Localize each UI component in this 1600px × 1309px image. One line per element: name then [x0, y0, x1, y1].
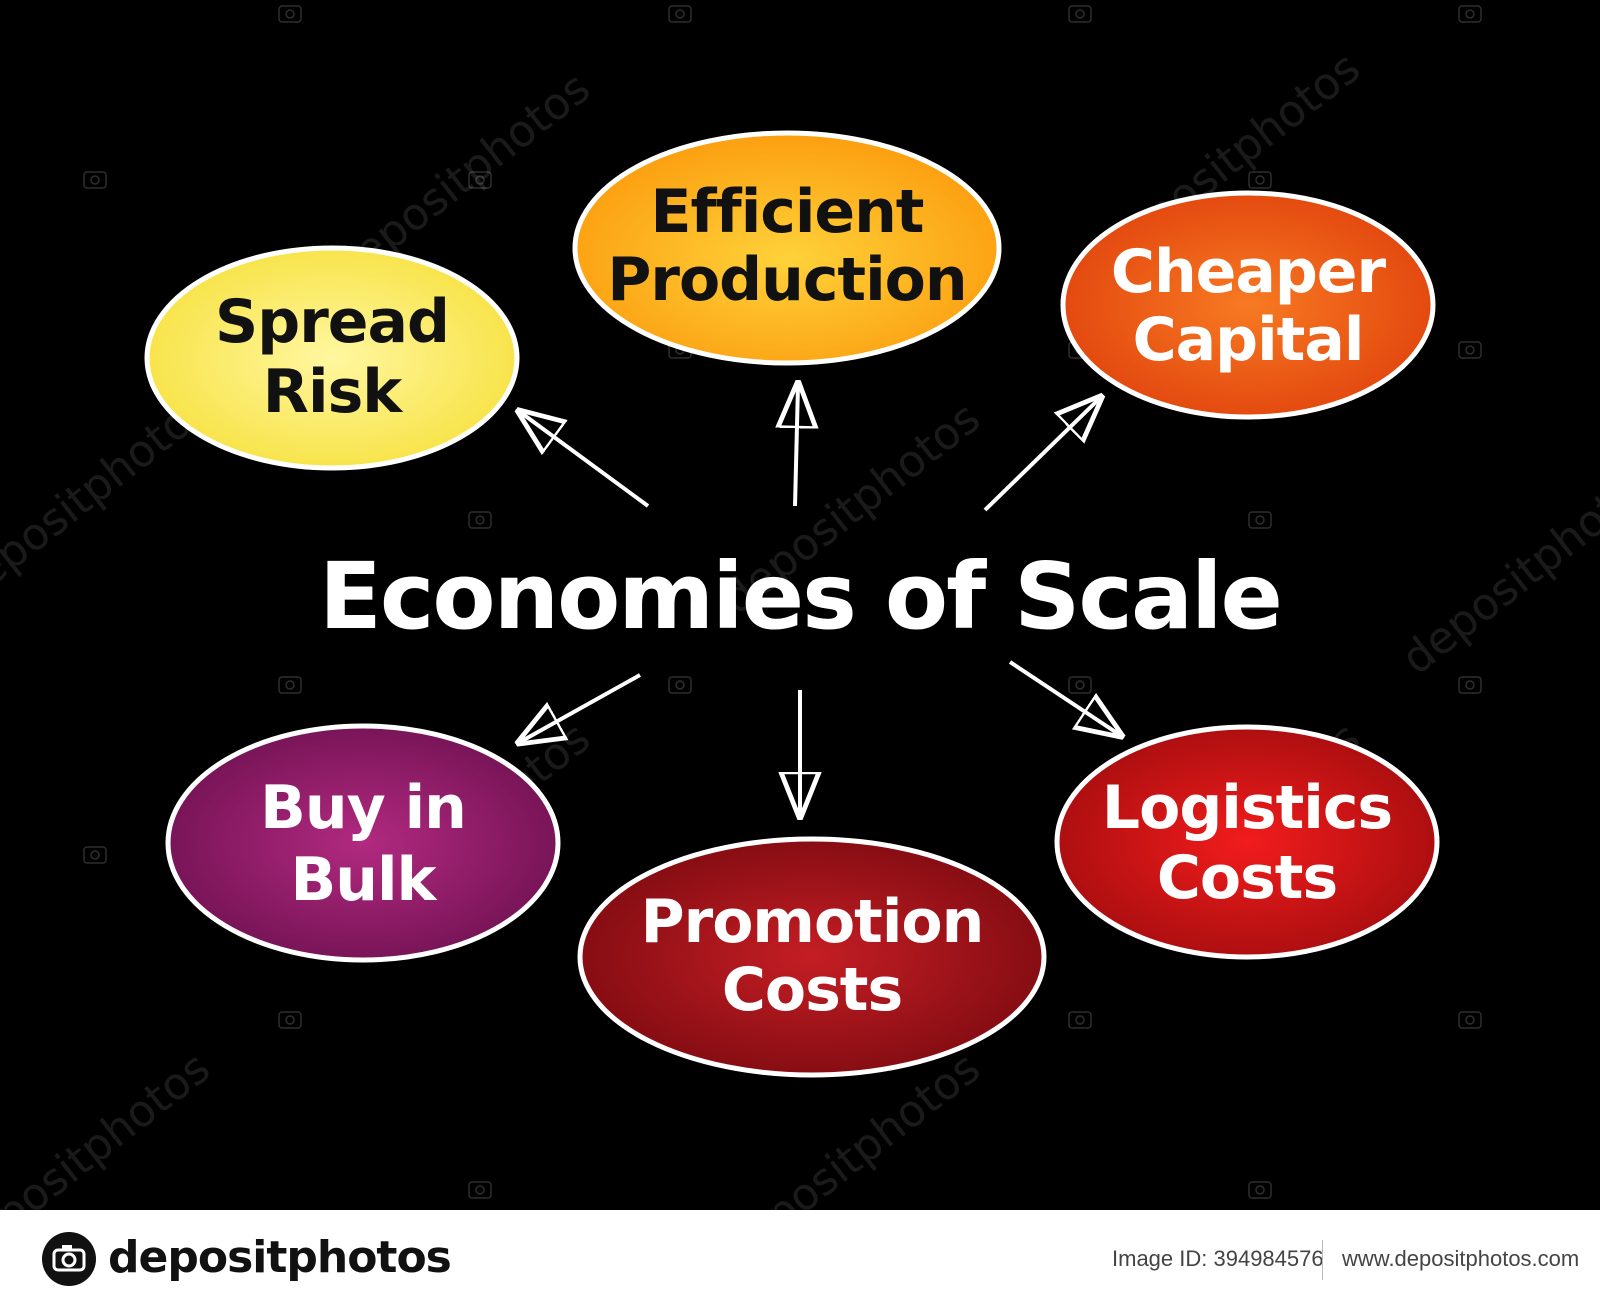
watermark-camera-icon	[1068, 676, 1092, 694]
svg-text:Promotion: Promotion	[641, 887, 984, 957]
node-logistics-costs: Logistics Costs	[1054, 724, 1440, 960]
node-buy-in-bulk: Buy in Bulk	[165, 723, 561, 963]
watermark-text: depositphotos	[1392, 452, 1600, 684]
watermark-camera-icon	[278, 1011, 302, 1029]
watermark-camera-lens-icon	[475, 1185, 485, 1195]
watermark-camera-lens-icon	[1075, 1015, 1085, 1025]
watermark-camera-icon	[83, 171, 107, 189]
arrow-group	[520, 385, 1120, 815]
watermark-camera-lens-icon	[1465, 345, 1475, 355]
watermark-camera-lens-icon	[1075, 9, 1085, 19]
watermark-camera-icon	[1458, 341, 1482, 359]
site-url[interactable]: www.depositphotos.com	[1342, 1246, 1580, 1271]
svg-text:Risk: Risk	[263, 357, 404, 427]
footer-brand: depositphotos	[108, 1232, 452, 1283]
image-id: Image ID: 394984576	[1112, 1246, 1324, 1271]
svg-text:Spread: Spread	[215, 287, 449, 357]
node-spread-risk: Spread Risk	[144, 245, 520, 471]
watermark-camera-lens-icon	[1255, 175, 1265, 185]
svg-text:Production: Production	[607, 245, 966, 315]
node-label-line: Costs	[722, 955, 902, 1025]
watermark-camera-icon	[468, 1181, 492, 1199]
watermark-camera-lens-icon	[675, 680, 685, 690]
watermark-camera-lens-icon	[1255, 515, 1265, 525]
node-label-line: Risk	[263, 357, 404, 427]
svg-text:Logistics: Logistics	[1102, 773, 1392, 843]
svg-text:Cheaper: Cheaper	[1111, 237, 1387, 307]
watermark-camera-icon	[468, 511, 492, 529]
watermark-camera-icon	[1068, 1011, 1092, 1029]
watermark-camera-lens-icon	[1465, 1015, 1475, 1025]
watermark-text: depositphotos	[0, 1042, 220, 1210]
svg-text:Bulk: Bulk	[291, 845, 439, 915]
svg-text:Costs: Costs	[1157, 843, 1337, 913]
watermark-camera-icon	[1458, 1011, 1482, 1029]
arrow-to-logistics-costs	[1008, 660, 1120, 735]
node-label-line: Production	[607, 245, 966, 315]
arrow-to-cheaper-capital	[983, 398, 1100, 512]
arrow-to-spread-risk	[520, 412, 650, 508]
svg-text:Buy in: Buy in	[260, 773, 466, 843]
watermark-camera-icon	[468, 171, 492, 189]
watermark-camera-lens-icon	[90, 850, 100, 860]
svg-text:Efficient: Efficient	[651, 177, 924, 247]
arrow-to-efficient-production	[795, 385, 798, 507]
node-label-line: Spread	[215, 287, 449, 357]
watermark-camera-icon	[1458, 5, 1482, 23]
watermark-camera-icon	[278, 676, 302, 694]
watermark-camera-icon	[1248, 1181, 1272, 1199]
node-label-line: Buy in	[260, 773, 466, 843]
node-label-line: Costs	[1157, 843, 1337, 913]
svg-text:Capital: Capital	[1133, 305, 1364, 375]
watermark-camera-lens-icon	[475, 515, 485, 525]
watermark-camera-icon	[278, 5, 302, 23]
center-title: Economies of Scale	[319, 543, 1281, 650]
depositphotos-logo-icon	[42, 1232, 96, 1286]
watermark-camera-lens-icon	[90, 175, 100, 185]
watermark-camera-icon	[1068, 5, 1092, 23]
watermark-camera-lens-icon	[285, 9, 295, 19]
watermark-camera-icon	[668, 676, 692, 694]
watermark-camera-icon	[1248, 511, 1272, 529]
watermark-camera-lens-icon	[285, 680, 295, 690]
node-label-line: Logistics	[1102, 773, 1392, 843]
footer-divider	[1322, 1240, 1323, 1280]
watermark-camera-lens-icon	[285, 1015, 295, 1025]
watermark-camera-lens-icon	[1255, 1185, 1265, 1195]
watermark-camera-lens-icon	[1075, 680, 1085, 690]
node-label-line: Cheaper	[1111, 237, 1387, 307]
node-cheaper-capital: Cheaper Capital	[1060, 190, 1436, 420]
watermark-camera-lens-icon	[675, 9, 685, 19]
node-label-line: Promotion	[641, 887, 984, 957]
node-label-line: Efficient	[651, 177, 924, 247]
node-efficient-production: Efficient Production	[572, 130, 1002, 366]
watermark-camera-icon	[83, 846, 107, 864]
watermark-camera-icon	[1248, 171, 1272, 189]
watermark-camera-lens-icon	[1465, 680, 1475, 690]
node-promotion-costs: Promotion Costs	[577, 836, 1047, 1078]
arrow-to-buy-in-bulk	[520, 673, 641, 742]
stock-footer: depositphotos Image ID: 394984576 www.de…	[0, 1210, 1600, 1309]
watermark-camera-icon	[1458, 676, 1482, 694]
node-label-line: Capital	[1133, 305, 1364, 375]
watermark-camera-lens-icon	[1465, 9, 1475, 19]
watermark-camera-lens-icon	[475, 175, 485, 185]
svg-text:Costs: Costs	[722, 955, 902, 1025]
node-label-line: Bulk	[291, 845, 439, 915]
watermark-camera-icon	[668, 5, 692, 23]
